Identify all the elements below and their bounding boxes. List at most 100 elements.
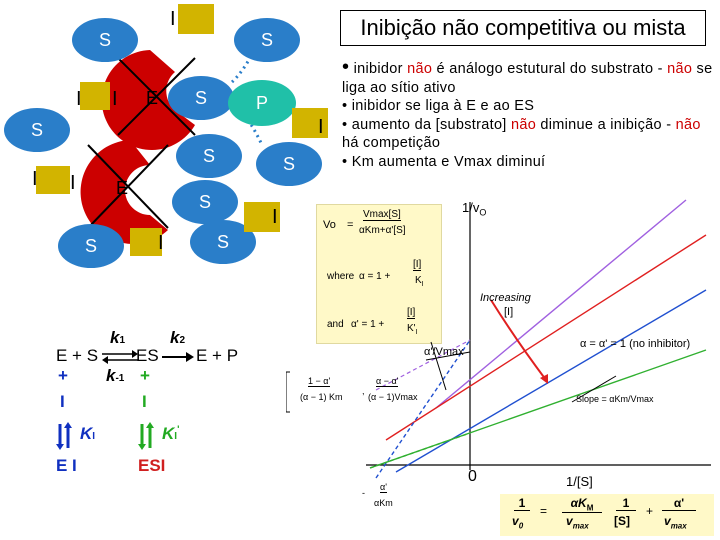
k1-label: k1 [110, 328, 126, 347]
alphap-def: α' = 1 + [351, 319, 385, 330]
inhibitor-label: I [158, 232, 164, 254]
enzyme-shape [101, 50, 195, 150]
ei-complex: E I [56, 456, 77, 475]
alphap-num: [I] [407, 307, 416, 319]
lhs-den: v0 [512, 514, 524, 531]
y-intercept-label: α'/Vmax [424, 346, 464, 358]
plus-sign: + [140, 366, 150, 385]
and-label: and [327, 319, 344, 330]
inhibitor-label: I [112, 88, 118, 110]
mechanism-cartoon [80, 29, 264, 244]
inhibitor-shape [130, 228, 162, 256]
guide-lines [425, 341, 471, 391]
alphap-den: K'I [407, 323, 418, 336]
enzyme-shape [80, 140, 168, 244]
substrate-ball: S [172, 180, 238, 224]
inhibitor-e: I [60, 392, 65, 411]
bullet-list: • inibidor não é análogo estutural do su… [342, 56, 714, 171]
inhibitor-shape [178, 4, 214, 34]
enzyme-label: E [116, 178, 129, 198]
reactants: E + S [56, 346, 99, 365]
increasing-label: Increasing [480, 292, 531, 304]
x-axis-label: 1/[S] [566, 474, 593, 489]
coord-comma: , [362, 386, 365, 396]
formula-plus: + [646, 504, 654, 518]
eq-denominator: αKm+α'[S] [359, 225, 406, 236]
substrate-ball: S [234, 18, 300, 62]
substrate-ball: S [168, 76, 234, 120]
s-den: [S] [614, 514, 630, 528]
bracket-left [286, 371, 290, 413]
lhs-num: 1 [514, 496, 530, 511]
reaction-arrows [102, 350, 194, 364]
plot-line-red [385, 234, 707, 441]
plot-line-purple-extension [375, 339, 471, 391]
m-den: vmax [566, 514, 589, 531]
k2-label: k2 [170, 328, 186, 347]
neg-sign: - [362, 488, 365, 498]
slope-label: Slope = αKm/Vmax [576, 394, 654, 404]
plot-line-blue [395, 289, 707, 473]
substrate-ball: S [256, 142, 322, 186]
increasing-arrow [490, 299, 547, 381]
kip-label: KI' [162, 424, 180, 443]
inhibitor-shape [244, 202, 280, 232]
plot-line-purple [435, 199, 687, 409]
enzyme-label: E [146, 88, 159, 108]
ki-label: KI [80, 424, 96, 443]
inhibitor-label: I [318, 116, 324, 138]
arrow-head [540, 374, 548, 384]
cross-line [87, 144, 169, 229]
reciprocal-formula: 1 v0 = αKM vmax 1 [S] + α' vmax [500, 494, 714, 536]
no-inhibitor-label: α = α' = 1 (no inhibitor) [580, 338, 691, 350]
x-int-num: α' [380, 482, 387, 493]
m-num: αKM [562, 496, 602, 514]
bullet-4: • Km aumenta e Vmax diminuí [342, 153, 546, 170]
bullet-marker: • [342, 56, 350, 78]
substrate-ball: S [72, 18, 138, 62]
eq-numerator: Vmax[S] [363, 209, 401, 221]
b-num: α' [662, 496, 696, 511]
y-axis-label: 1/vO [462, 200, 487, 218]
inhibitor-label: I [170, 8, 176, 30]
equilibrium-arrows [56, 422, 154, 450]
substrate-ball: S [4, 108, 70, 152]
alpha-num: [I] [413, 259, 422, 271]
vo-label: Vo [323, 219, 336, 231]
inhibitor-label: I [76, 88, 82, 110]
substrate-ball: S [58, 224, 124, 268]
esi-complex: ESI [138, 456, 166, 475]
s-num: 1 [616, 496, 636, 511]
plot-line-green-extension [369, 432, 471, 469]
product-ball: P [228, 80, 296, 126]
plus-sign: + [58, 366, 68, 385]
inhibitor-shape [292, 108, 328, 138]
inhibitor-label: I [70, 172, 76, 194]
inhibitor-es: I [142, 392, 147, 411]
formula-eq: = [540, 504, 548, 518]
increasing-i-label: [I] [504, 306, 514, 318]
x-coord-den: (α − 1) Km [300, 392, 343, 402]
reaction-scheme: k1 k2 E + S ES E + P k-1 + + I I KI KI' … [56, 328, 296, 488]
lineweaver-burk-plot [286, 199, 711, 479]
slide-title: Inibição não competitiva ou mista [340, 10, 706, 46]
bullet-1: • inibidor não é análogo estutural do su… [342, 56, 713, 96]
alpha-def: α = 1 + [359, 271, 391, 282]
y-coord-num: α − α' [376, 376, 399, 387]
inhibitor-shape [80, 82, 110, 110]
equals-sign: = [347, 219, 354, 231]
products: E + P [196, 346, 239, 365]
rate-equation-box: Vo = Vmax[S] αKm+α'[S] where α = 1 + [I]… [316, 204, 442, 344]
alpha-den: KI [415, 275, 424, 288]
bullet-3: • aumento da [substrato] não diminue a i… [342, 116, 701, 152]
x-int-den: αKm [374, 498, 393, 508]
cross-line [117, 57, 196, 136]
b-den: vmax [664, 514, 687, 531]
inhibitor-shape [36, 166, 70, 194]
inhibitor-label: I [32, 168, 38, 190]
where-label: where [327, 271, 355, 282]
inhibitor-label: I [272, 206, 278, 228]
y-coord-den: (α − 1)Vmax [368, 392, 418, 402]
slope-pointer [571, 375, 617, 403]
plot-line-blue-extension [375, 339, 471, 479]
